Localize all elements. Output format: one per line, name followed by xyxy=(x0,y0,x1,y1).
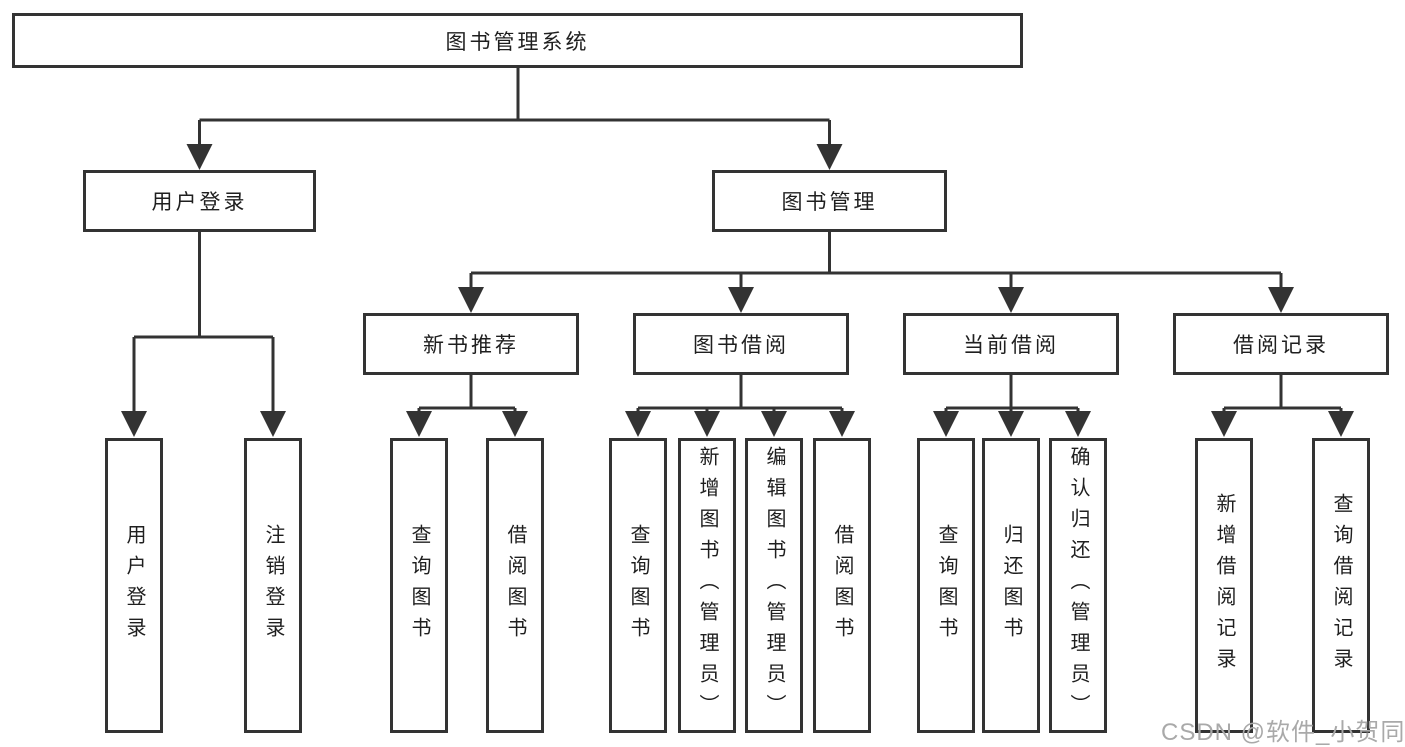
arrow-down-icon xyxy=(998,411,1024,437)
arrow-down-icon xyxy=(1211,411,1237,437)
connector-book-management-children xyxy=(458,232,1294,313)
arrow-down-icon xyxy=(260,411,286,437)
arrow-down-icon xyxy=(186,144,213,170)
node-book-management: 图书管理 xyxy=(712,170,947,232)
node-borrowing-records: 借阅记录 xyxy=(1173,313,1389,375)
connector-current-borrow-children xyxy=(933,375,1091,437)
leaf-confirm-return-admin: 确认归还（管理员） xyxy=(1049,438,1107,733)
connector-borrow-records-children xyxy=(1211,375,1354,437)
leaf-borrow-books: 借阅图书 xyxy=(813,438,871,733)
arrow-down-icon xyxy=(1268,287,1294,313)
leaf-logout: 注销登录 xyxy=(244,438,302,733)
arrow-down-icon xyxy=(816,144,843,170)
connector-root-to-level2 xyxy=(186,68,843,170)
connector-new-book-children xyxy=(406,375,528,437)
arrow-down-icon xyxy=(121,411,147,437)
leaf-add-borrow-record: 新增借阅记录 xyxy=(1195,438,1253,733)
csdn-watermark: CSDN @软件_小贺同学 xyxy=(1161,719,1405,746)
arrow-down-icon xyxy=(998,287,1024,313)
arrow-down-icon xyxy=(761,411,787,437)
leaf-query-borrow-record: 查询借阅记录 xyxy=(1312,438,1370,733)
node-book-borrowing: 图书借阅 xyxy=(633,313,849,375)
connector-user-login-children xyxy=(121,232,286,437)
connector-book-borrow-children xyxy=(625,375,855,437)
node-current-borrowing: 当前借阅 xyxy=(903,313,1119,375)
arrow-down-icon xyxy=(406,411,432,437)
leaf-return-books: 归还图书 xyxy=(982,438,1040,733)
node-new-book-recommendation: 新书推荐 xyxy=(363,313,579,375)
arrow-down-icon xyxy=(728,287,754,313)
leaf-user-login: 用户登录 xyxy=(105,438,163,733)
arrow-down-icon xyxy=(625,411,651,437)
arrow-down-icon xyxy=(458,287,484,313)
leaf-query-books-recommend: 查询图书 xyxy=(390,438,448,733)
leaf-query-books-current: 查询图书 xyxy=(917,438,975,733)
arrow-down-icon xyxy=(502,411,528,437)
arrow-down-icon xyxy=(1065,411,1091,437)
leaf-add-books-admin: 新增图书（管理员） xyxy=(678,438,736,733)
leaf-borrow-books-recommend: 借阅图书 xyxy=(486,438,544,733)
arrow-down-icon xyxy=(1328,411,1354,437)
node-user-login: 用户登录 xyxy=(83,170,316,232)
arrow-down-icon xyxy=(829,411,855,437)
leaf-edit-books-admin: 编辑图书（管理员） xyxy=(745,438,803,733)
arrow-down-icon xyxy=(933,411,959,437)
arrow-down-icon xyxy=(694,411,720,437)
leaf-query-books-borrow: 查询图书 xyxy=(609,438,667,733)
node-library-management-system: 图书管理系统 xyxy=(12,13,1023,68)
